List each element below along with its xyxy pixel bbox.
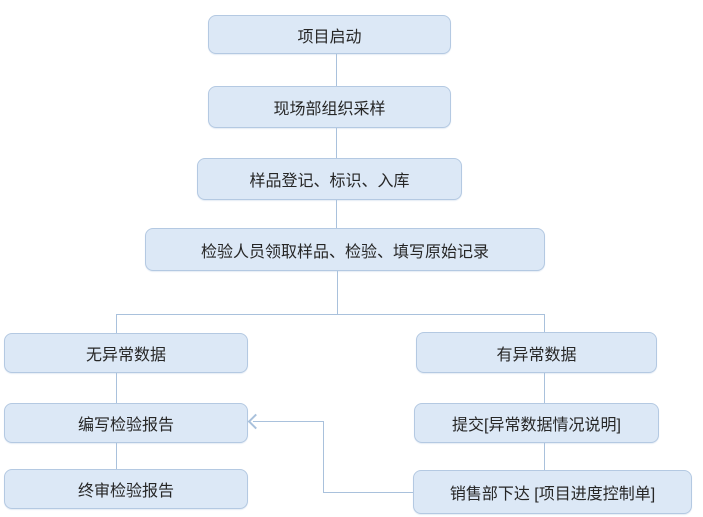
node-sample-registration: 样品登记、标识、入库 [197,158,462,200]
node-abnormal-data: 有异常数据 [416,332,657,373]
connector-no-abnormal-to-write [116,373,117,403]
connector-branch-to-abnormal [544,314,545,332]
connector-branch-horizontal [116,314,544,315]
connector-start-to-sampling [336,54,337,86]
connector-inspect-to-branch [337,271,338,314]
connector-abnormal-to-submit [544,373,545,403]
connector-submit-to-sales [544,443,545,470]
connector-feedback-vertical [323,421,324,492]
node-project-start: 项目启动 [208,15,451,54]
node-write-report: 编写检验报告 [4,403,248,443]
connector-feedback-top [253,421,323,422]
node-final-review-report: 终审检验报告 [4,469,248,509]
node-inspection-record: 检验人员领取样品、检验、填写原始记录 [145,228,545,271]
connector-write-to-final-review [116,443,117,469]
connector-feedback-bottom [323,492,413,493]
arrow-left-icon [247,413,264,430]
node-site-sampling: 现场部组织采样 [208,86,451,128]
connector-branch-to-no-abnormal [116,314,117,333]
connector-sampling-to-register [336,128,337,158]
node-submit-abnormal-note: 提交[异常数据情况说明] [414,403,659,443]
connector-register-to-inspect [336,200,337,228]
node-no-abnormal-data: 无异常数据 [4,333,248,373]
node-sales-control-sheet: 销售部下达 [项目进度控制单] [413,470,692,514]
